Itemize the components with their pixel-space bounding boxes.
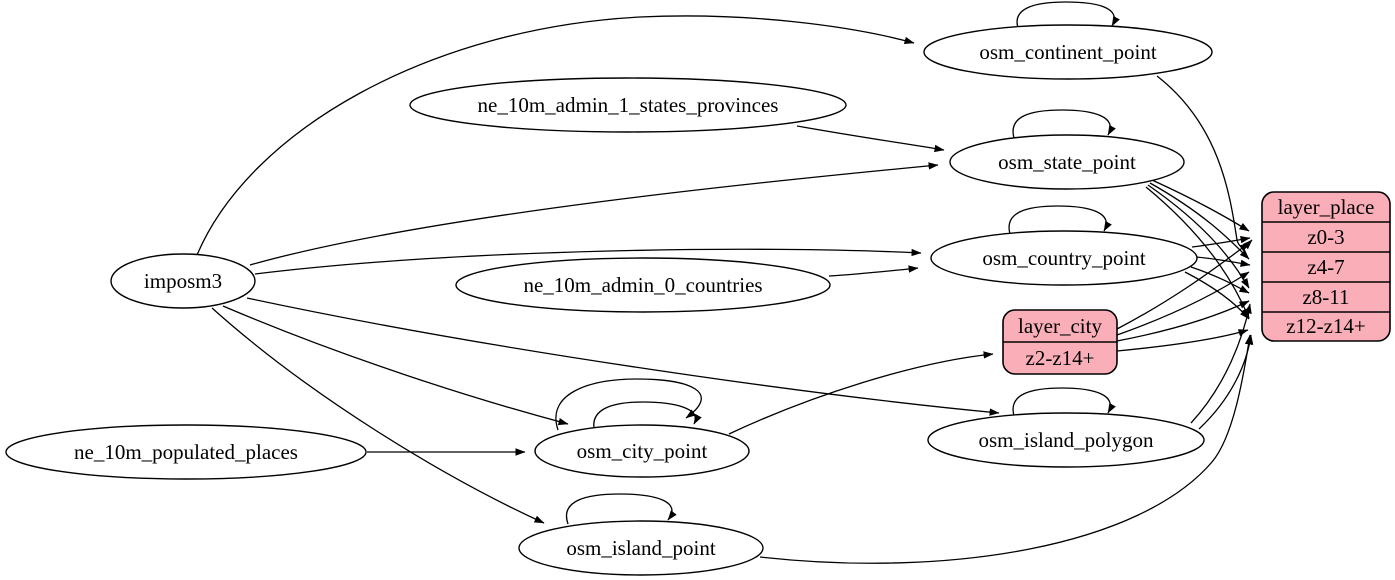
edge-imposm3-osm_country_point: [254, 248, 922, 275]
node-osm_country_point: osm_country_point: [930, 230, 1198, 286]
node-osm_state_point-shape: [949, 134, 1185, 190]
selfloop-osm_city_point-inner: [593, 401, 702, 434]
node-ne_10m_admin_0_countries-shape: [455, 257, 831, 313]
node-osm_city_point: osm_city_point: [534, 424, 750, 478]
node-osm_island_polygon: osm_island_polygon: [927, 412, 1205, 468]
node-osm_city_point-shape: [534, 424, 750, 478]
record-layer_place-row-z4-7: z4-7: [1307, 255, 1344, 279]
edge-imposm3-osm_island_point: [211, 307, 545, 524]
edge-imposm3-osm_city_point: [222, 305, 569, 426]
node-osm_island_point: osm_island_point: [518, 520, 764, 576]
record-layer_city: layer_city z2-z14+: [1002, 309, 1118, 375]
node-ne_10m_admin_0_countries: ne_10m_admin_0_countries: [455, 257, 831, 313]
edge-osm_country_point-z0-3: [1191, 236, 1251, 248]
edge-osm_country_point-z12-z14: [1184, 271, 1250, 320]
edge-osm_country_point-z8-11: [1190, 266, 1250, 294]
edge-osm_island_polygon-z8-11: [1190, 303, 1252, 424]
node-osm_island_point-shape: [518, 520, 764, 576]
edge-layer_city-z8-11: [1116, 300, 1250, 342]
edge-osm_country_point-z4-7: [1195, 256, 1251, 267]
node-ne_10m_populated_places: ne_10m_populated_places: [5, 424, 367, 480]
edge-ne_10m_admin_1_states_provinces-osm_state_point: [796, 125, 945, 153]
record-layer_place-row-z8-11: z8-11: [1302, 285, 1349, 309]
record-layer_city-title: layer_city: [1018, 314, 1102, 338]
edge-osm_state_point-z4-7: [1149, 182, 1250, 260]
edge-imposm3-osm_state_point: [249, 162, 939, 266]
node-imposm3-shape: [110, 253, 256, 309]
node-osm_country_point-shape: [930, 230, 1198, 286]
edge-imposm3-osm_island_polygon: [246, 297, 1000, 416]
edge-layer_city-z12-z14: [1116, 329, 1249, 352]
node-ne_10m_admin_1_states_provinces-shape: [409, 77, 847, 133]
node-osm_island_point-label: osm_island_point: [566, 536, 716, 560]
edge-ne_10m_admin_0_countries-osm_country_point: [828, 265, 919, 277]
node-ne_10m_admin_1_states_provinces-label: ne_10m_admin_1_states_provinces: [478, 93, 779, 117]
edge-group: [196, 1, 1254, 564]
edge-osm_island_point-z12-z14: [759, 334, 1253, 564]
node-imposm3-label: imposm3: [144, 269, 222, 293]
node-group: imposm3 ne_10m_admin_1_states_provinces …: [5, 24, 1213, 576]
edge-layer_city-z0-3: [1116, 242, 1250, 330]
node-osm_continent_point-shape: [923, 24, 1213, 80]
record-layer_place-shape: [1261, 191, 1391, 342]
record-layer_place-row-z0-3: z0-3: [1307, 225, 1344, 249]
node-osm_continent_point-label: osm_continent_point: [979, 40, 1156, 64]
node-imposm3: imposm3: [110, 253, 256, 309]
selfloop-osm_island_point: [565, 493, 677, 525]
edge-layer_city-z4-7: [1116, 271, 1250, 336]
selfloop-osm_state_point: [1012, 109, 1116, 139]
edge-osm_city_point-layer_city: [728, 351, 994, 435]
node-ne_10m_populated_places-shape: [5, 424, 367, 480]
node-osm_country_point-label: osm_country_point: [982, 246, 1145, 270]
node-osm_island_polygon-shape: [927, 412, 1205, 468]
node-osm_state_point-label: osm_state_point: [998, 150, 1136, 174]
record-layer_place-row-z12-z14: z12-z14+: [1286, 314, 1365, 338]
selfloop-osm_country_point: [1008, 205, 1112, 235]
node-osm_state_point: osm_state_point: [949, 134, 1185, 190]
node-ne_10m_populated_places-label: ne_10m_populated_places: [74, 440, 298, 464]
edge-osm_island_polygon-z12-z14: [1198, 334, 1254, 430]
node-osm_city_point-label: osm_city_point: [577, 439, 708, 463]
node-osm_island_polygon-label: osm_island_polygon: [978, 428, 1154, 452]
record-layer_city-row-z2-z14: z2-z14+: [1026, 346, 1095, 370]
edge-imposm3-osm_continent_point: [196, 15, 915, 256]
record-layer_place-title: layer_place: [1278, 195, 1375, 219]
selfloop-osm_island_polygon: [1012, 387, 1116, 417]
node-ne_10m_admin_1_states_provinces: ne_10m_admin_1_states_provinces: [409, 77, 847, 133]
edge-osm_state_point-z0-3: [1151, 179, 1250, 232]
selfloop-osm_city_point-outer: [555, 378, 702, 431]
node-ne_10m_admin_0_countries-label: ne_10m_admin_0_countries: [523, 273, 762, 297]
record-layer_place: layer_place z0-3 z4-7 z8-11 z12-z14+: [1261, 191, 1391, 342]
selfloop-osm_continent_point: [1016, 1, 1120, 29]
node-osm_continent_point: osm_continent_point: [923, 24, 1213, 80]
